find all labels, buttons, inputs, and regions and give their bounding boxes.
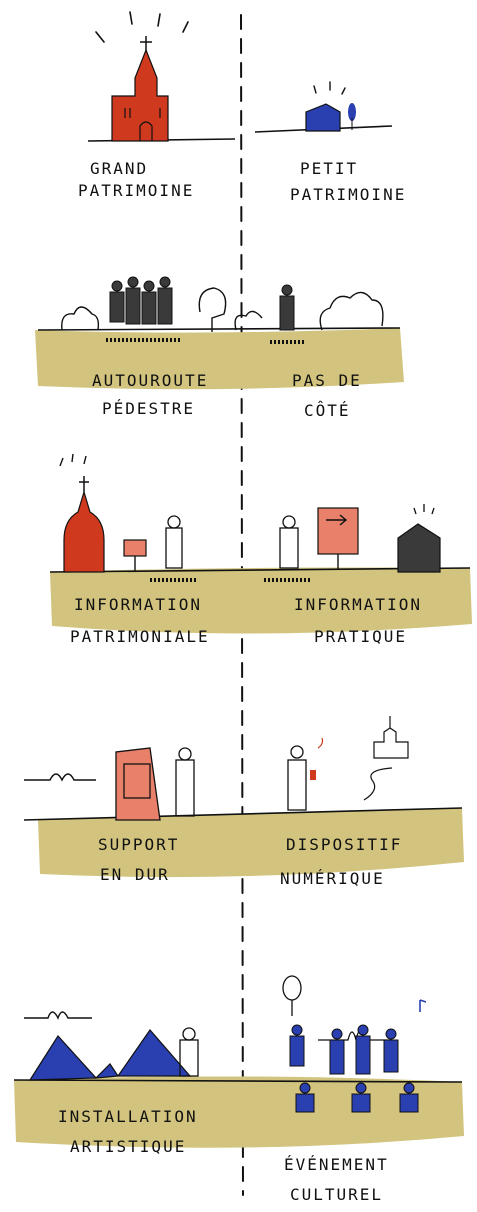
label-row5-right-line2: CULTUREL: [290, 1185, 383, 1204]
ground-band: [50, 567, 472, 634]
label-row2-right-line2: CÔTÉ: [304, 401, 351, 420]
tree-icon: [282, 975, 302, 1016]
ground-band: [38, 808, 464, 878]
label-row2-left-line1: AUTOUROUTE: [92, 371, 208, 390]
label-row2-right-line1: PAS DE: [292, 371, 362, 390]
ground-band: [35, 328, 404, 390]
walker-icon: [179, 1027, 199, 1077]
walker-icon: [175, 747, 195, 817]
label-row1-right-line2: PATRIMOINE: [290, 185, 406, 204]
walker-icon: [270, 284, 306, 344]
heritage-sign-icon: [123, 539, 147, 572]
label-row4-left-line1: SUPPORT: [98, 835, 179, 854]
row-5: [13, 975, 464, 1148]
label-row2-left-line2: PÉDESTRE: [102, 399, 195, 418]
church-icon: [59, 453, 105, 573]
distant-village-icon: [363, 716, 409, 801]
row-2: [35, 276, 404, 390]
label-row4-left-line2: EN DUR: [100, 865, 170, 884]
row-4: [23, 716, 464, 878]
art-installation-icon: [28, 1029, 192, 1081]
label-row4-right-line2: NUMÉRIQUE: [280, 869, 385, 888]
row-1: [87, 11, 393, 142]
walker-with-phone-icon: [287, 737, 324, 811]
small-chapel-icon: [305, 81, 356, 132]
row-3: [49, 453, 472, 634]
info-panel-icon: [317, 507, 359, 570]
label-row5-right-line1: ÉVÉNEMENT: [284, 1155, 389, 1174]
monolith-icon: [115, 747, 161, 821]
house-icon: [397, 504, 441, 573]
walker-icon: [150, 515, 196, 582]
label-row3-left-line1: INFORMATION: [74, 595, 202, 614]
walkers-group-icon: [106, 276, 180, 342]
label-row1-left-line2: PATRIMOINE: [78, 181, 194, 200]
label-row1-right-line1: PETIT: [300, 159, 358, 178]
label-row4-right-line1: DISPOSITIF: [286, 835, 402, 854]
label-row3-left-line2: PATRIMONIALE: [70, 627, 210, 646]
label-row3-right-line1: INFORMATION: [294, 595, 422, 614]
label-row5-left-line1: INSTALLATION: [58, 1107, 198, 1126]
crowd-dancers-icon: [289, 999, 427, 1113]
church-icon: [95, 11, 189, 142]
labels: GRAND PATRIMOINE PETIT PATRIMOINE AUTOUR…: [58, 159, 422, 1204]
walker-icon: [264, 515, 310, 582]
label-row1-left-line1: GRAND: [90, 159, 148, 178]
label-row5-left-line2: ARTISTIQUE: [70, 1137, 186, 1156]
label-row3-right-line2: PRATIQUE: [314, 627, 407, 646]
